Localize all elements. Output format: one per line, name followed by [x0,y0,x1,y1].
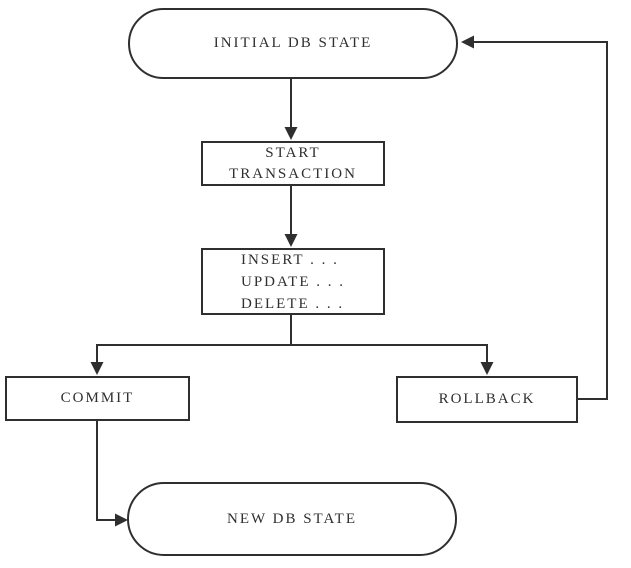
node-rollback-label: ROLLBACK [438,391,536,407]
arrowhead-into-commit [90,362,104,375]
node-dml-statements-label: INSERT . . . UPDATE . . . DELETE . . . [240,251,345,312]
connector-rollback-to-initial [474,41,608,400]
node-start-transaction-label: START TRANSACTION [229,144,357,182]
node-dml-statements: INSERT . . . UPDATE . . . DELETE . . . [201,248,385,315]
node-commit-label: COMMIT [60,390,135,406]
arrowhead-into-start [284,127,298,140]
node-initial-db-state-label: INITIAL DB STATE [213,35,373,51]
arrowhead-into-dml [284,234,298,247]
node-new-db-state-label: NEW DB STATE [226,510,358,527]
arrowhead-into-initial [461,35,474,49]
node-start-transaction: START TRANSACTION [201,141,385,186]
arrowhead-into-rollback [480,362,494,375]
arrowhead-into-new [115,513,128,527]
node-rollback: ROLLBACK [396,376,578,423]
node-commit: COMMIT [5,376,190,421]
node-new-db-state: NEW DB STATE [127,482,457,556]
node-initial-db-state: INITIAL DB STATE [128,8,458,79]
connector-commit-to-new [96,421,116,521]
